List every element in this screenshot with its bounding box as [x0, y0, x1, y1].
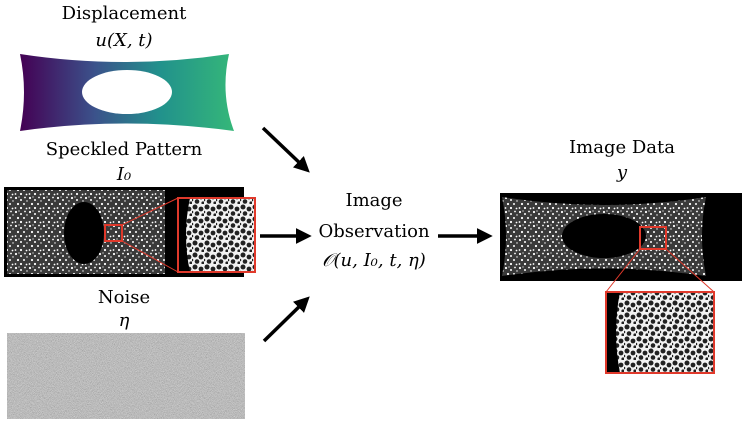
observation-line1: Image — [345, 190, 402, 211]
output-zoom-region — [639, 226, 667, 250]
noise-title: Noise — [98, 287, 150, 308]
observation-line2: Observation — [318, 221, 430, 242]
speckle-zoom-line-top — [121, 197, 179, 226]
speckle-formula: I₀ — [116, 164, 131, 185]
observation-formula: 𝒪(u, I₀, t, η) — [322, 250, 426, 271]
output-title: Image Data — [569, 137, 675, 158]
output-formula: y — [616, 162, 628, 183]
speckle-zoom-inset-frame — [177, 197, 256, 273]
speckle-zoom-line-bottom — [121, 240, 179, 273]
noise-formula: η — [119, 310, 130, 331]
speckle-title: Speckled Pattern — [46, 139, 203, 160]
speckle-zoom-hole-edge — [178, 198, 190, 272]
arrow-displacement-to-observation — [261, 126, 310, 173]
noise-image — [7, 333, 245, 419]
displacement-hole — [82, 70, 172, 114]
output-zoom-inset-frame — [605, 291, 715, 374]
output-zoom-line-left — [605, 248, 641, 293]
displacement-title: Displacement — [62, 3, 187, 24]
speckle-zoom-region — [104, 224, 123, 242]
displacement-formula: u(X, t) — [95, 30, 152, 51]
speckle-hole — [64, 202, 104, 264]
output-hole — [562, 214, 646, 258]
output-zoom-inset — [606, 292, 714, 373]
speckle-zoom-inset — [178, 198, 255, 272]
output-zoom-hole-edge — [606, 292, 620, 373]
arrow-noise-to-observation — [262, 296, 310, 343]
output-zoom-line-right — [665, 248, 715, 293]
